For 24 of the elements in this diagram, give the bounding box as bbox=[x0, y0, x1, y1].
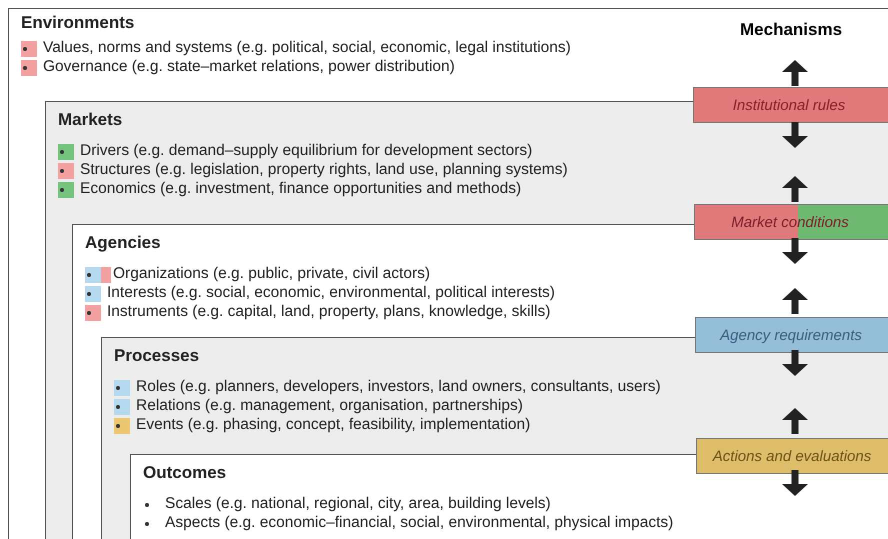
level-heading: Environments bbox=[21, 13, 134, 33]
list-item: Roles (e.g. planners, developers, investors, land owners, consultants, users) bbox=[136, 378, 661, 396]
list-item: Drivers (e.g. demand–supply equilibrium for development sectors) bbox=[80, 142, 532, 160]
column-heading: Mechanisms bbox=[740, 20, 842, 40]
nested-level-panel bbox=[45, 101, 888, 539]
list-item: Instruments (e.g. capital, land, property, plans, knowledge, skills) bbox=[107, 303, 550, 321]
list-item: Aspects (e.g. economic–financial, social, environmental, physical impacts) bbox=[165, 514, 674, 532]
list-item: Organizations (e.g. public, private, civil actors) bbox=[113, 265, 430, 283]
list-item: Interests (e.g. social, economic, environmental, political interests) bbox=[107, 284, 555, 302]
mechanism-box: Agency requirements bbox=[695, 317, 888, 353]
list-item: Structures (e.g. legislation, property rights, land use, planning systems) bbox=[80, 161, 568, 179]
level-heading: Agencies bbox=[85, 233, 161, 253]
level-heading: Outcomes bbox=[143, 463, 226, 483]
mechanism-box: Actions and evaluations bbox=[696, 438, 888, 474]
list-item: Relations (e.g. management, organisation, partnerships) bbox=[136, 397, 523, 415]
nested-level-panel bbox=[8, 8, 888, 539]
list-item: Events (e.g. phasing, concept, feasibility, implementation) bbox=[136, 416, 530, 434]
level-heading: Processes bbox=[114, 346, 200, 366]
list-item: Economics (e.g. investment, finance opportunities and methods) bbox=[80, 180, 522, 198]
mechanism-box: Institutional rules bbox=[693, 87, 888, 123]
level-heading: Markets bbox=[58, 110, 122, 130]
list-item: Governance (e.g. state–market relations, power distribution) bbox=[43, 58, 455, 76]
list-item: Values, norms and systems (e.g. political, social, economic, legal institutions) bbox=[43, 39, 571, 57]
list-item: Scales (e.g. national, regional, city, area, building levels) bbox=[165, 495, 551, 513]
